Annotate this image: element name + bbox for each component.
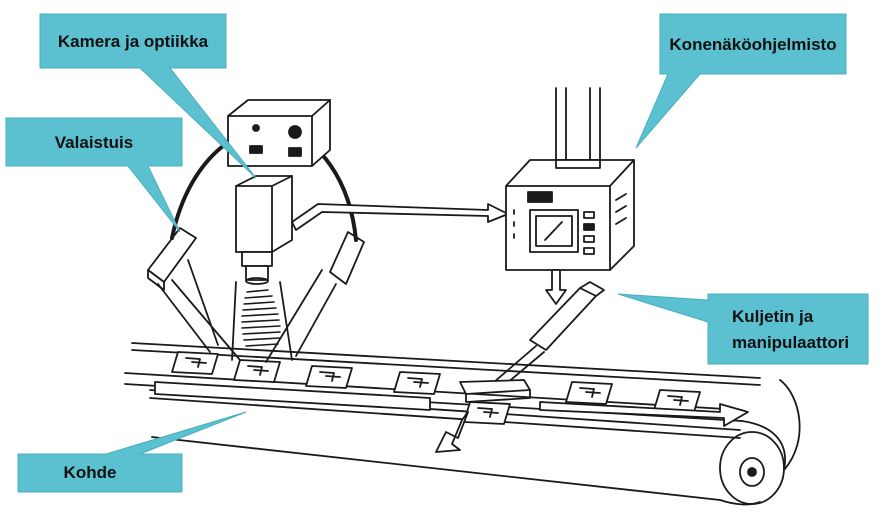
callout-conveyor-label-2: manipulaattori <box>732 333 849 352</box>
manipulator-arm <box>459 281 605 403</box>
camera <box>227 99 331 361</box>
light-right <box>265 231 365 363</box>
callout-conveyor-label-1: Kuljetin ja <box>732 307 814 326</box>
callout-camera-label: Kamera ja optiikka <box>58 32 209 51</box>
callout-lighting-label: Valaistuis <box>55 133 133 152</box>
callout-target: Kohde <box>17 411 247 493</box>
computer-unit <box>505 87 635 271</box>
part-items <box>154 351 749 453</box>
callout-software: Konenäköohjelmisto <box>635 13 847 149</box>
callout-camera: Kamera ja optiikka <box>39 13 257 179</box>
callout-target-label: Kohde <box>64 463 117 482</box>
light-left <box>147 227 241 361</box>
callout-conveyor: Kuljetin ja manipulaattori <box>617 293 869 365</box>
callout-lighting: Valaistuis <box>5 117 183 233</box>
callout-software-label: Konenäköohjelmisto <box>669 35 836 54</box>
signal-arrow <box>291 203 509 231</box>
control-arrow <box>545 269 567 305</box>
